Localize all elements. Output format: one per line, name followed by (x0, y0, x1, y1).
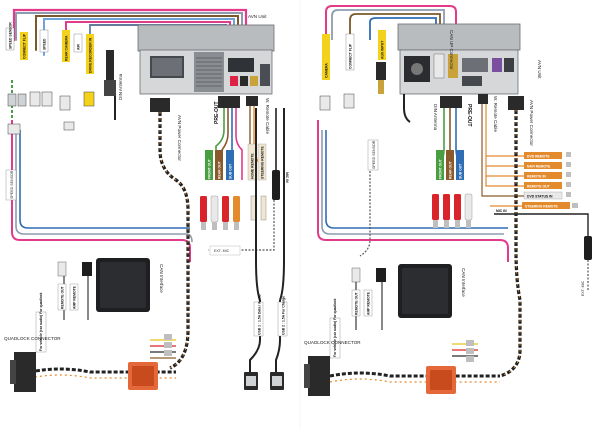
right-for-vehicle-tag: For vehicle (car audio) For quadlock (333, 298, 337, 357)
left-din-antenna-label: DIN Antenna (118, 74, 123, 100)
left-wiring-diagram: AVN Unit SPEED SENSOR CONNECT FLIP SPEED… (4, 8, 289, 392)
right-preout-tag-rear: REAR OUT (449, 160, 453, 179)
left-amp-remote-tag: AMP REMOTE (73, 285, 77, 309)
right-avn-power-label: AVN Power Connector (529, 100, 534, 146)
right-preout-tags: FRONT OUT REAR OUT SUB OUT (436, 150, 464, 180)
left-usb2-label: USB 2 : 1.5A For Charge (282, 296, 286, 335)
left-quadlock-label: QUADLOCK CONNECTOR (4, 336, 61, 341)
left-pre-out-harness: PRE-OUT (214, 96, 243, 180)
left-remote-cable-label: W. Remote Cable (265, 98, 270, 134)
left-avn-power-harness: AVN Power Connector (150, 98, 190, 370)
right-steering-remote-tag: STEERING REMOTE (525, 205, 559, 209)
right-can-up-label: CAN UP Connector (449, 30, 454, 70)
right-tag-camera: CAMERA (325, 63, 329, 78)
right-avn-unit-label: AVN Unit (537, 60, 542, 79)
left-tag-drive-recorder: DRIVE RECORDER IN (89, 37, 93, 73)
right-remote-tags: DVD REMOTE NAVI REMOTE REMOTE IN REMOTE … (490, 152, 578, 209)
left-avn-power-label: AVN Power Connector (177, 115, 182, 161)
right-top-connector-tags: CAMERA CONNECT FLIP AUX INPUT (322, 30, 386, 80)
right-ext-mic-label: EXT. MIC (581, 280, 585, 296)
left-preout-tag-front: FRONT OUT (208, 158, 212, 179)
left-speed-sensor-label: SPEED SENSOR (10, 170, 14, 199)
right-quadlock-label: QUADLOCK CONNECTOR (304, 340, 361, 345)
right-remote-cable-label: W. Remote Cable (493, 96, 498, 132)
right-mic-in: MIC IN EXT. MIC (494, 209, 592, 296)
right-tag-connect-flip: CONNECT FLIP (349, 43, 353, 69)
left-tag-rear-camera: REAR CAMERA (65, 35, 69, 61)
right-avn-unit: AVN Unit CAN UP Connector (397, 23, 542, 95)
right-remote-tag-remote-out: REMOTE OUT (527, 185, 551, 189)
right-din-antenna-cable (403, 94, 411, 123)
right-remote-tag-dvd: DVD REMOTE (527, 155, 550, 159)
left-pre-out-label: PRE-OUT (214, 102, 220, 125)
right-preout-tag-sub: SUB OUT (459, 163, 463, 179)
left-usb-cables: USB 1 : 1.5A Data / Audio USB 2 : 1.5A F… (244, 108, 288, 390)
left-ext-mic-label: EXT. MIC (214, 249, 230, 253)
left-can-interface-label: CAN Interface (159, 264, 164, 293)
left-for-vehicle-tag: For vehicle (car audio) For quadlock (39, 292, 43, 351)
right-tag-aux-input: AUX INPUT (381, 40, 385, 59)
right-can-interface-label: CAN Interface (461, 268, 466, 297)
left-mic-in-label: MIC IN (285, 172, 289, 183)
left-avn-unit-label: AVN Unit (248, 14, 267, 19)
left-mic-in: MIC IN (272, 108, 289, 200)
left-tag-speed-sensor: SPEED SENSOR (9, 22, 13, 49)
left-avn-unit: AVN Unit (137, 14, 275, 95)
left-preout-tag-sub: SUB OUT (229, 163, 233, 179)
right-rca-plugs (432, 193, 473, 228)
right-top-plugs (319, 62, 386, 111)
right-preout-tag-front: FRONT OUT (439, 158, 443, 179)
right-remote-tag-navi: NAVI REMOTE (527, 165, 551, 169)
right-top-wire-bundle (325, 5, 457, 40)
right-speed-sensor-label: SPEED SENSOR (372, 140, 376, 169)
left-preout-tag-home-remote: HOME REMOTE (251, 153, 255, 179)
right-remote-out-tag: REMOTE OUT (355, 291, 359, 315)
right-remote-tag-remote-in: REMOTE IN (527, 175, 546, 179)
right-avn-power-harness: AVN Power Connector (499, 96, 534, 378)
left-tag-speed: SPEED (43, 38, 47, 50)
left-top-plugs (7, 50, 116, 135)
left-can-interface: CAN Interface (96, 258, 164, 312)
left-preout-tags: FRONT OUT REAR OUT SUB OUT HOME REMOTE S… (205, 143, 267, 181)
right-wiring-diagram: AVN Unit CAN UP Connector CAMERA CONNECT… (304, 5, 592, 396)
left-top-connector-tags: SPEED SENSOR CONNECT FLIP SPEED REAR CAM… (5, 22, 94, 74)
left-can-side-tags: REMOTE OUT AMP REMOTE (57, 261, 92, 320)
right-can-side-tags: REMOTE OUT AMP REMOTE (351, 267, 386, 330)
right-din-antenna-label: DIN Antenna (433, 104, 438, 130)
left-preout-tag-rear: REAR OUT (218, 160, 222, 179)
right-can-interface: CAN Interface (398, 264, 466, 318)
left-tag-air: AIR (77, 44, 81, 50)
left-rca-plugs (200, 195, 267, 230)
right-side-wires (317, 120, 509, 262)
right-remote-tag-dvd-status: DVD STATUS IN (527, 195, 553, 199)
right-vehicle-harness: For vehicle (car audio) For quadlock QUA… (304, 298, 500, 396)
left-usb1-label: USB 1 : 1.5A Data / Audio (258, 294, 262, 335)
right-mic-in-label: MIC IN (496, 209, 507, 213)
left-remote-out-tag: REMOTE OUT (61, 285, 65, 309)
left-ext-mic-wire (208, 200, 275, 251)
right-amp-remote-tag: AMP REMOTE (367, 291, 371, 315)
right-pre-out-label: PRE-OUT (466, 104, 472, 127)
left-preout-tag-steering: STEERING REMOTE (261, 145, 265, 179)
left-tag-connect-flip: CONNECT FLIP (23, 33, 27, 59)
left-vehicle-harness: For vehicle (car audio) For quadlock QUA… (4, 292, 176, 392)
